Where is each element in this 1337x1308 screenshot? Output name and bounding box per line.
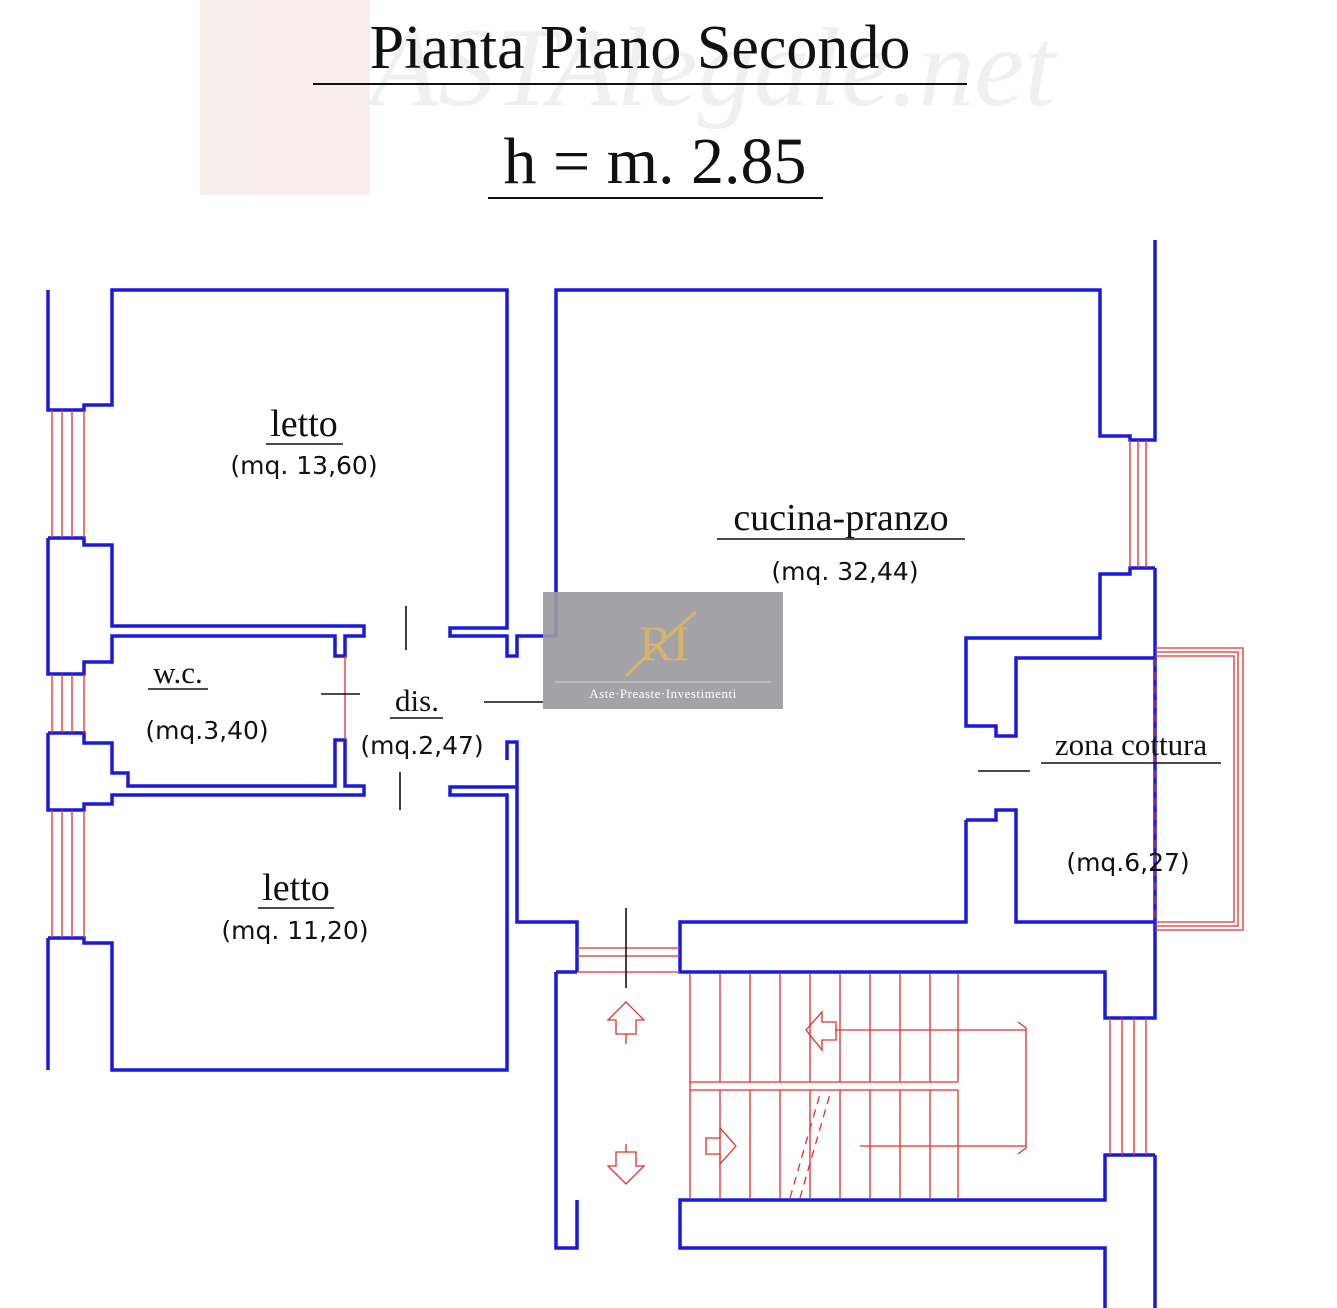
room-name-cucina-pranzo: cucina-pranzo bbox=[733, 497, 948, 539]
watermark: ASTAlegale.net bbox=[200, 0, 1058, 195]
watermark-block bbox=[200, 0, 370, 195]
window-right-kitchen bbox=[1129, 440, 1147, 568]
wall-top bbox=[46, 240, 1157, 658]
wall-bottom-right bbox=[678, 1153, 1155, 1308]
stair-break-line bbox=[789, 1093, 831, 1199]
room-area-dis: (mq.2,47) bbox=[360, 731, 483, 760]
room-area-zona-cottura: (mq.6,27) bbox=[1066, 848, 1189, 877]
logo-background bbox=[543, 592, 783, 709]
wall-right-upper bbox=[964, 566, 1157, 738]
window-left-bottom bbox=[51, 810, 85, 938]
staircase bbox=[606, 974, 1027, 1199]
logo-swoosh bbox=[624, 610, 697, 678]
wall-stair-top-left bbox=[515, 787, 579, 972]
stair-arrow-icons bbox=[606, 1001, 837, 1185]
wall-right-lower bbox=[678, 808, 1157, 1020]
window-left-top bbox=[51, 410, 85, 538]
logo-caption: Aste·Preaste·Investimenti bbox=[589, 686, 737, 701]
window-right-stair bbox=[1109, 1018, 1147, 1155]
room-name-letto-2: letto bbox=[262, 867, 330, 909]
door-marks bbox=[321, 606, 1030, 988]
entry-threshold bbox=[577, 947, 680, 973]
windows bbox=[51, 410, 1244, 1155]
stair-arrow-line bbox=[1017, 1021, 1027, 1155]
room-area-cucina-pranzo: (mq. 32,44) bbox=[771, 557, 918, 586]
walls bbox=[46, 240, 1157, 1308]
window-left-wc bbox=[51, 674, 85, 733]
balcony bbox=[1154, 647, 1244, 931]
agency-logo: RI Aste·Preaste·Investimenti bbox=[543, 592, 783, 709]
room-name-dis: dis. bbox=[395, 683, 439, 718]
room-name-letto-1: letto bbox=[270, 403, 338, 445]
room-labels: letto (mq. 13,60) cucina-pranzo (mq. 32,… bbox=[145, 403, 1221, 945]
logo-monogram: RI bbox=[639, 615, 689, 671]
stair-treads bbox=[719, 974, 959, 1198]
page-title: Pianta Piano Secondo bbox=[370, 14, 911, 82]
wall-bottom-left bbox=[48, 740, 519, 1072]
height-note: h = m. 2.85 bbox=[503, 125, 806, 198]
wall-stair-left bbox=[554, 972, 579, 1250]
room-area-wc: (mq.3,40) bbox=[145, 716, 268, 745]
wall-left-mid bbox=[46, 536, 366, 676]
room-area-letto-2: (mq. 11,20) bbox=[221, 916, 368, 945]
room-name-wc: w.c. bbox=[153, 655, 203, 690]
watermark-text: ASTAlegale.net bbox=[363, 6, 1058, 130]
room-area-letto-1: (mq. 13,60) bbox=[230, 451, 377, 480]
room-name-zona-cottura: zona cottura bbox=[1055, 727, 1208, 762]
